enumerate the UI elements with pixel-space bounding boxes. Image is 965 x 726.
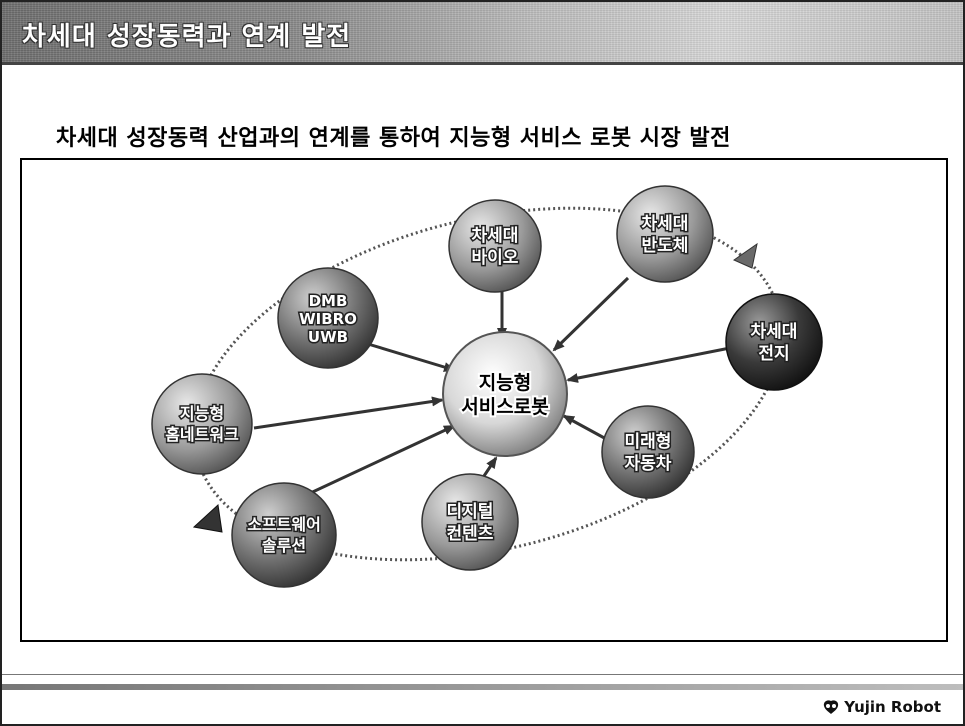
node-car-line-2: 자동차 — [625, 454, 672, 474]
arrow-dmb — [367, 342, 456, 372]
arrow-software — [303, 424, 456, 498]
node-battery-line-1: 차세대 — [751, 322, 798, 342]
brand-name: Yujin Robot — [844, 698, 941, 716]
node-software: 소프트웨어 솔루션 — [231, 482, 337, 588]
node-homenet: 지능형 홈네트워크 — [151, 373, 253, 475]
arrow-digital — [482, 456, 498, 477]
node-homenet-line-1: 지능형 — [180, 404, 224, 423]
center-line-1: 지능형 — [479, 372, 531, 394]
ring-arrow-bottom — [192, 503, 223, 533]
node-bio-line-2: 바이오 — [472, 248, 519, 268]
footer-band — [2, 684, 963, 690]
node-semi-line-1: 차세대 — [642, 214, 689, 234]
headline: 차세대 성장동력 산업과의 연계를 통하여 지능형 서비스 로봇 시장 발전 — [56, 126, 731, 151]
title-divider — [2, 62, 963, 65]
ring-arrow-top — [732, 242, 758, 269]
node-center: 지능형 서비스로봇 — [442, 331, 568, 457]
center-line-2: 서비스로봇 — [461, 396, 548, 418]
node-homenet-line-2: 홈네트워크 — [165, 425, 239, 444]
node-software-line-2: 솔루션 — [262, 536, 306, 555]
node-dmb-line-3: UWB — [308, 328, 348, 346]
node-bio-line-1: 차세대 — [472, 226, 519, 246]
node-car-line-1: 미래형 — [625, 431, 672, 452]
node-dmb-line-2: WIBRO — [299, 310, 357, 328]
title-bar-texture — [2, 2, 963, 62]
title-bar: 차세대 성장동력과 연계 발전 — [2, 2, 963, 62]
arrow-homenet — [253, 396, 444, 430]
node-battery: 차세대 전지 — [725, 293, 823, 391]
node-semi: 차세대 반도체 — [616, 185, 714, 283]
yujin-logo-icon — [824, 700, 839, 714]
node-dmb-line-1: DMB — [309, 292, 348, 310]
network-diagram: 차세대 바이오 차세대 반도체 DMB WIBRO UWB 차세대 전지 — [151, 185, 823, 588]
brand-logo: Yujin Robot — [822, 698, 941, 716]
node-software-line-1: 소프트웨어 — [247, 515, 321, 534]
footer-divider — [2, 674, 963, 675]
arrow-battery — [566, 346, 731, 383]
node-digital-line-2: 컨텐츠 — [447, 524, 494, 544]
diagram-frame: 차세대 바이오 차세대 반도체 DMB WIBRO UWB 차세대 전지 — [20, 158, 948, 642]
node-digital: 디지털 컨텐츠 — [421, 473, 519, 571]
node-semi-line-2: 반도체 — [642, 236, 689, 256]
arrow-semi — [552, 276, 630, 352]
node-car: 미래형 자동차 — [601, 405, 695, 499]
page-title: 차세대 성장동력과 연계 발전 — [22, 22, 352, 52]
node-bio: 차세대 바이오 — [448, 199, 542, 293]
node-battery-line-2: 전지 — [758, 344, 789, 364]
arrow-car — [562, 414, 609, 442]
node-dmb: DMB WIBRO UWB — [277, 267, 379, 369]
node-digital-line-1: 디지털 — [447, 502, 494, 522]
